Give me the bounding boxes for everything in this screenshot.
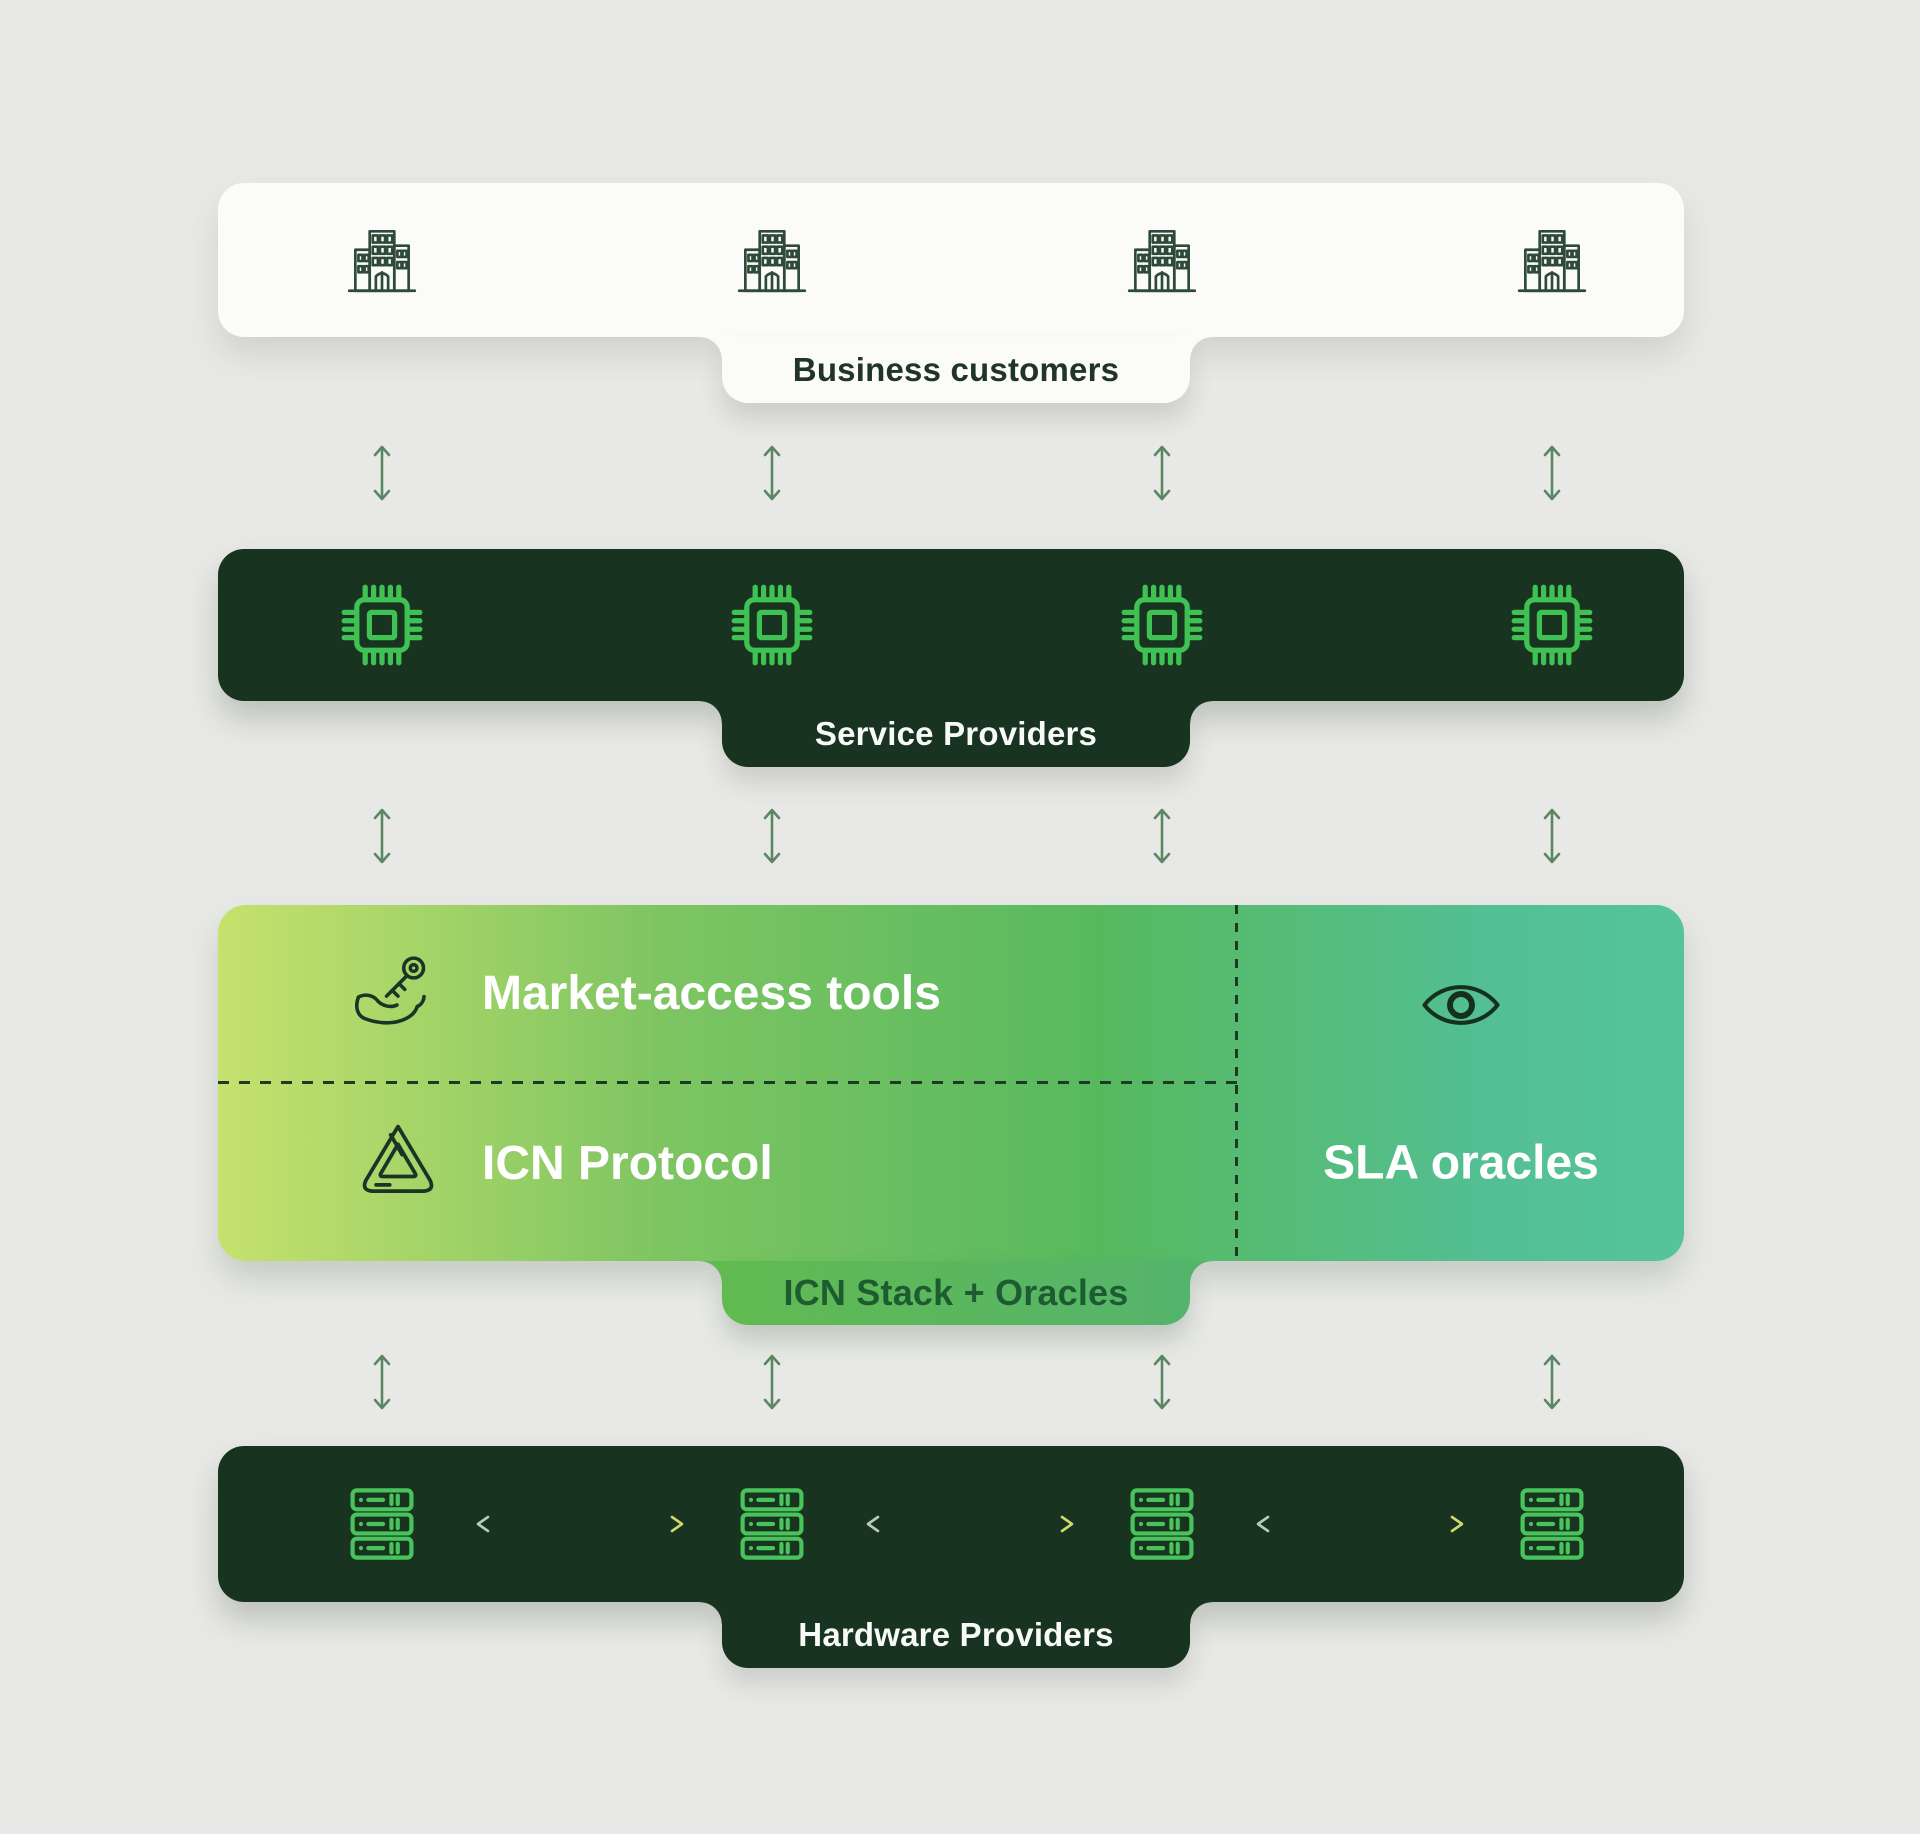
server-icon xyxy=(1120,1482,1204,1566)
service-providers-bar xyxy=(218,549,1684,701)
icn-stack-label: ICN Stack + Oracles xyxy=(783,1272,1129,1313)
updown-arrow-icon xyxy=(367,441,397,505)
updown-arrow-icon xyxy=(757,804,787,868)
market-access-tools-label: Market-access tools xyxy=(482,966,941,1020)
building-icon xyxy=(1511,219,1593,301)
updown-arrow-icon xyxy=(367,804,397,868)
horizontal-arrow-icon xyxy=(469,1513,691,1535)
horizontal-arrow-icon xyxy=(859,1513,1081,1535)
updown-arrow-icon xyxy=(1147,804,1177,868)
eye-icon xyxy=(1417,973,1505,1037)
chip-icon xyxy=(1120,583,1204,667)
hardware-providers-tab: Hardware Providers xyxy=(700,1602,1212,1668)
updown-arrow-icon xyxy=(1147,441,1177,505)
building-icon xyxy=(1121,219,1203,301)
icn-protocol-cell: ICN Protocol xyxy=(348,1113,773,1213)
icn-logo-icon xyxy=(348,1113,448,1213)
updown-arrow-icon xyxy=(1537,804,1567,868)
updown-arrow-icon xyxy=(757,441,787,505)
service-providers-tab: Service Providers xyxy=(700,701,1212,767)
service-providers-label: Service Providers xyxy=(814,715,1098,752)
updown-arrow-icon xyxy=(1537,441,1567,505)
icn-stack-tab: ICN Stack + Oracles xyxy=(700,1261,1212,1325)
updown-arrow-icon xyxy=(1147,1350,1177,1414)
horizontal-arrow-icon xyxy=(1249,1513,1471,1535)
building-icon xyxy=(341,219,423,301)
business-customers-label: Business customers xyxy=(792,351,1120,388)
hand-key-icon xyxy=(348,943,448,1043)
hardware-providers-label: Hardware Providers xyxy=(798,1616,1114,1653)
updown-arrow-icon xyxy=(757,1350,787,1414)
updown-arrow-icon xyxy=(367,1350,397,1414)
hardware-providers-bar xyxy=(218,1446,1684,1602)
server-icon xyxy=(1510,1482,1594,1566)
updown-arrow-icon xyxy=(1537,1350,1567,1414)
server-icon xyxy=(340,1482,424,1566)
sla-oracles-label: SLA oracles xyxy=(1323,1136,1599,1190)
business-customers-tab: Business customers xyxy=(700,337,1212,403)
market-access-tools-cell: Market-access tools xyxy=(348,943,941,1043)
building-icon xyxy=(731,219,813,301)
horizontal-dashed-divider xyxy=(218,1081,1238,1084)
sla-oracles-cell: SLA oracles xyxy=(1238,905,1684,1261)
chip-icon xyxy=(340,583,424,667)
chip-icon xyxy=(1510,583,1594,667)
icn-protocol-label: ICN Protocol xyxy=(482,1136,773,1190)
icn-stack-box: Market-access tools ICN Protocol SLA xyxy=(218,905,1684,1261)
business-customers-bar xyxy=(218,183,1684,337)
server-icon xyxy=(730,1482,814,1566)
chip-icon xyxy=(730,583,814,667)
